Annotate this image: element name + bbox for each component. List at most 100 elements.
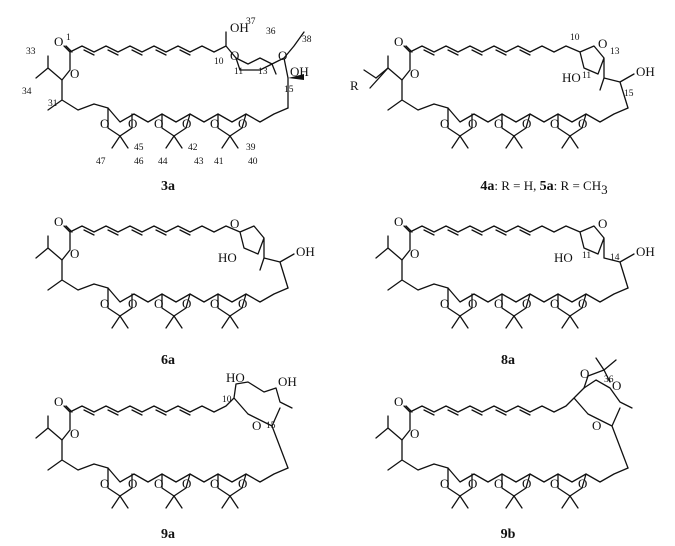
atom-o: O	[230, 48, 239, 63]
atom-o: O	[252, 418, 261, 433]
atom-o: O	[410, 426, 419, 441]
label-4a-text: : R = H,	[494, 178, 539, 193]
atom-oh: OH	[636, 244, 655, 259]
atom-number: 34	[22, 87, 32, 97]
atom-o: O	[182, 116, 191, 131]
atom-number: 11	[582, 71, 591, 81]
atom-o: O	[210, 476, 219, 491]
atom-number: 10	[214, 57, 224, 67]
atom-number: 1	[66, 33, 71, 43]
compound-label-6a: 6a	[161, 353, 175, 368]
atom-o: O	[210, 296, 219, 311]
atom-number: 33	[26, 47, 36, 57]
compound-label-4a-5a: 4a: R = H, 5a: R = CH3	[480, 178, 607, 197]
atom-number: 15	[624, 89, 634, 99]
atom-oh: OH	[278, 374, 297, 389]
atom-o: O	[70, 246, 79, 261]
atom-ho: HO	[226, 370, 245, 385]
atom-number: 37	[246, 17, 256, 27]
structure-4a-5a: R O HO OH O O O O O O O O 10 11 13 15 4a…	[350, 33, 655, 197]
compound-label-9a: 9a	[161, 527, 175, 542]
atom-o: O	[394, 394, 403, 409]
atom-o: O	[494, 476, 503, 491]
atom-number: 41	[214, 157, 224, 167]
atom-o: O	[210, 116, 219, 131]
atom-o: O	[54, 34, 63, 49]
atom-o: O	[128, 116, 137, 131]
structure-3a: OH OH O O O O O O O O O O 1 10 11 13 15 …	[22, 17, 312, 194]
atom-r: R	[350, 78, 359, 93]
atom-o: O	[238, 296, 247, 311]
atom-number: 36	[266, 27, 276, 37]
atom-o: O	[468, 476, 477, 491]
label-4a: 4a	[480, 179, 494, 194]
label-5a-text: : R = CH	[554, 178, 601, 193]
atom-number: 11	[234, 67, 243, 77]
atom-o: O	[468, 296, 477, 311]
label-subscript: 3	[601, 182, 608, 197]
atom-o: O	[580, 366, 589, 381]
atom-number: 43	[194, 157, 204, 167]
structure-9b: O O O O O O O O O O O 36 9b	[375, 357, 633, 542]
atom-number: 15	[284, 85, 294, 95]
atom-o: O	[100, 476, 109, 491]
structure-8a: O HO OH O O O O O O O O 11 14 8a	[375, 214, 655, 368]
atom-o: O	[394, 34, 403, 49]
atom-number: 47	[96, 157, 106, 167]
atom-o: O	[278, 48, 287, 63]
atom-number: 13	[610, 47, 620, 57]
atom-o: O	[230, 216, 239, 231]
atom-number: 13	[258, 67, 268, 77]
structure-9a: HO OH O O O O O O O O O 10 15 9a	[35, 370, 297, 542]
atom-o: O	[394, 214, 403, 229]
atom-o: O	[100, 296, 109, 311]
atom-o: O	[154, 476, 163, 491]
atom-o: O	[578, 476, 587, 491]
atom-o: O	[440, 296, 449, 311]
compound-label-8a: 8a	[501, 353, 515, 368]
compound-label-9b: 9b	[501, 527, 516, 542]
atom-number: 42	[188, 143, 198, 153]
atom-ho: HO	[554, 250, 573, 265]
atom-number: 14	[610, 253, 620, 263]
compound-label-3a: 3a	[161, 179, 175, 194]
atom-o: O	[182, 296, 191, 311]
atom-ho: HO	[218, 250, 237, 265]
atom-o: O	[128, 476, 137, 491]
atom-number: 11	[582, 251, 591, 261]
atom-number: 36	[604, 375, 614, 385]
atom-oh: OH	[290, 64, 309, 79]
atom-number: 15	[266, 421, 276, 431]
atom-o: O	[154, 116, 163, 131]
atom-number: 46	[134, 157, 144, 167]
atom-o: O	[598, 36, 607, 51]
atom-o: O	[70, 66, 79, 81]
atom-o: O	[54, 394, 63, 409]
label-5a: 5a	[540, 179, 554, 194]
atom-o: O	[598, 216, 607, 231]
atom-o: O	[70, 426, 79, 441]
atom-o: O	[440, 476, 449, 491]
atom-number: 45	[134, 143, 144, 153]
atom-oh: OH	[636, 64, 655, 79]
atom-o: O	[550, 116, 559, 131]
atom-number: 10	[222, 395, 232, 405]
atom-o: O	[410, 66, 419, 81]
atom-o: O	[612, 378, 621, 393]
atom-o: O	[578, 116, 587, 131]
atom-ho: HO	[562, 70, 581, 85]
atom-oh: OH	[230, 20, 249, 35]
atom-o: O	[550, 476, 559, 491]
atom-number: 40	[248, 157, 258, 167]
atom-number: 39	[246, 143, 256, 153]
atom-o: O	[154, 296, 163, 311]
atom-number: 38	[302, 35, 312, 45]
atom-o: O	[440, 116, 449, 131]
atom-o: O	[522, 296, 531, 311]
atom-o: O	[410, 246, 419, 261]
atom-o: O	[238, 116, 247, 131]
atom-o: O	[494, 116, 503, 131]
atom-oh: OH	[296, 244, 315, 259]
atom-o: O	[54, 214, 63, 229]
